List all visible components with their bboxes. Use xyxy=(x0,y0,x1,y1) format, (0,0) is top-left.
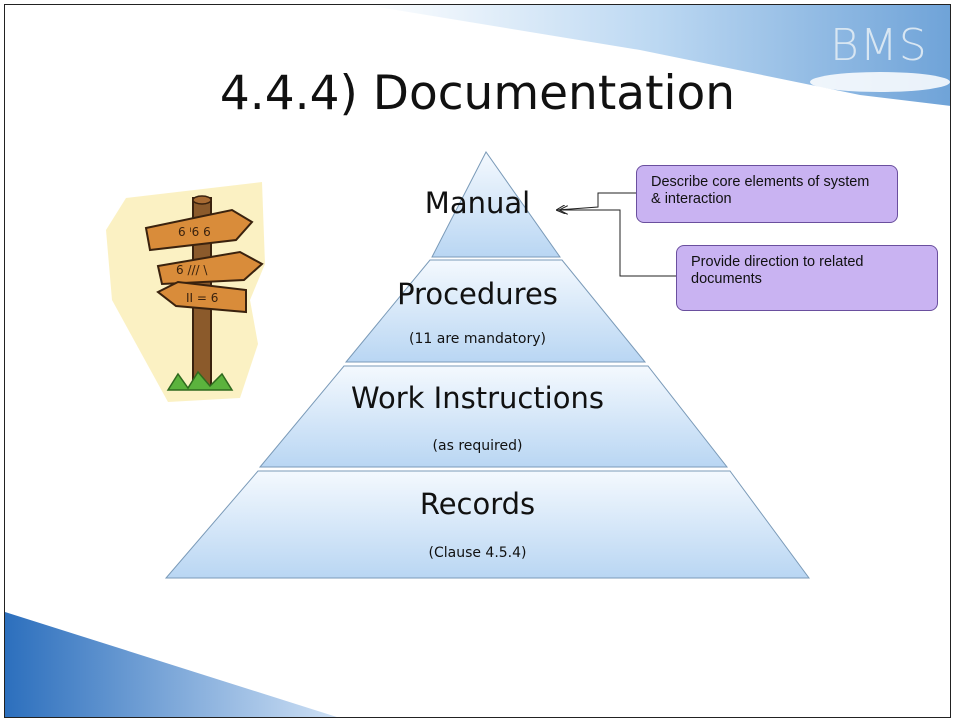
header-sky-banner xyxy=(360,4,951,106)
svg-text:6 ᴵ6 6: 6 ᴵ6 6 xyxy=(178,225,211,239)
callout-core-elements: Describe core elements of system & inter… xyxy=(636,165,898,223)
tier-label-records: Records xyxy=(419,487,536,521)
tier-note-records: (Clause 4.5.4) xyxy=(428,545,527,561)
connector-line-2 xyxy=(560,210,676,277)
tier-label-manual: Manual xyxy=(424,186,531,220)
slide-title: 4.4.4) Documentation xyxy=(219,66,736,121)
pyramid-tier-manual xyxy=(431,151,561,258)
callout-connectors xyxy=(557,192,676,277)
tier-label-procedures: Procedures xyxy=(397,277,558,311)
tier-note-work-instructions: (as required) xyxy=(432,438,523,454)
pyramid-tier-procedures xyxy=(344,259,647,363)
corner-decoration xyxy=(5,612,340,718)
svg-text:II = 6: II = 6 xyxy=(186,291,218,305)
connector-line-1 xyxy=(557,192,636,210)
pyramid xyxy=(164,151,810,579)
tier-note-procedures: (11 are mandatory) xyxy=(409,331,546,347)
svg-text:6 /// \: 6 /// \ xyxy=(176,263,208,277)
callout-related-documents: Provide direction to related documents xyxy=(676,245,938,311)
tier-label-work-instructions: Work Instructions xyxy=(351,381,604,415)
pyramid-tier-records xyxy=(164,470,810,579)
logo: BMS xyxy=(830,20,928,71)
pyramid-tier-work-instructions xyxy=(258,365,729,468)
signpost-icon: 6 ᴵ6 6 6 /// \ II = 6 xyxy=(106,182,265,402)
slide-frame xyxy=(4,4,951,718)
cloud-shape xyxy=(810,72,950,92)
